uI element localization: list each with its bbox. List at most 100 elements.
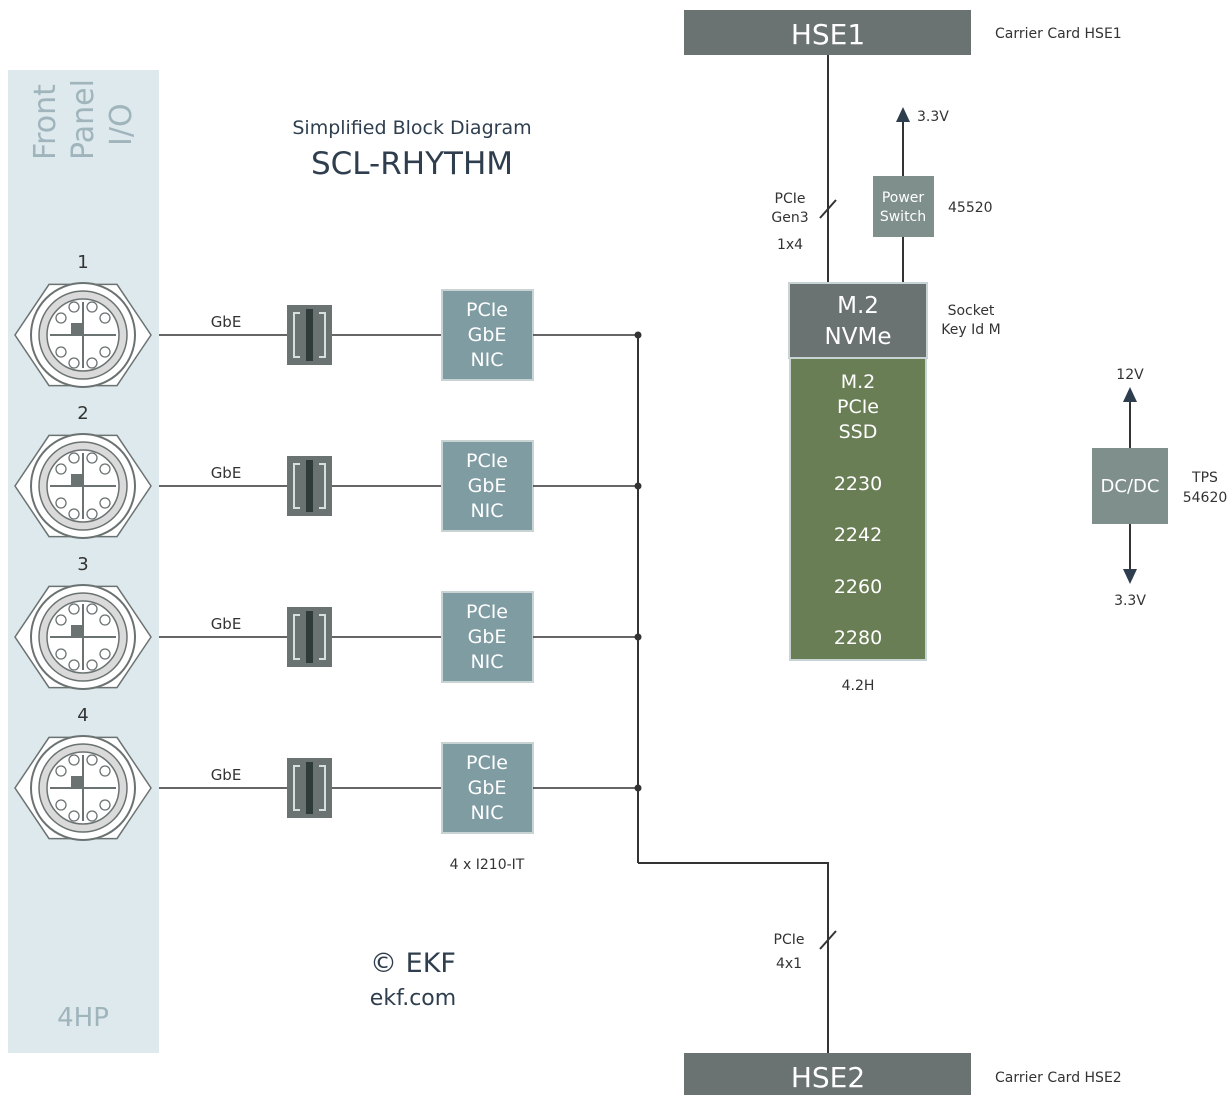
nic-box: [441, 440, 534, 532]
magnetics-winding: [293, 765, 326, 811]
power-switch-rail: 3.3V: [917, 109, 949, 125]
magnetics-core: [306, 309, 313, 361]
power-switch-label-2: Switch: [880, 209, 926, 225]
hse2-connector: [684, 1053, 971, 1095]
hse2-caption: Carrier Card HSE2: [995, 1070, 1122, 1086]
dcdc-part-2: 54620: [1183, 490, 1228, 506]
connector-pin: [99, 648, 111, 660]
dcdc-output-arrow-icon: [1123, 569, 1137, 584]
connector-pin: [99, 346, 111, 358]
connector-pin: [68, 452, 80, 464]
connector-pin: [55, 799, 67, 811]
connector-pin: [99, 312, 111, 324]
connector-pin: [99, 765, 111, 777]
copyright-line-2: ekf.com: [370, 986, 456, 1011]
power-switch-box: [873, 176, 934, 237]
connector-pin: [86, 508, 98, 520]
connector-key: [71, 625, 83, 637]
connector-pin: [86, 357, 98, 369]
connector-pin: [86, 810, 98, 822]
connector-pin: [99, 497, 111, 509]
dcdc-box: [1092, 448, 1168, 524]
magnetics-core: [306, 762, 313, 814]
front-panel-label-1: Front: [28, 84, 63, 160]
gbe-link-label: GbE: [211, 615, 242, 633]
nic-label: GbE: [468, 475, 507, 497]
dcdc-part-1: TPS: [1191, 470, 1218, 486]
connector-pin: [99, 463, 111, 475]
port-number: 2: [77, 403, 88, 424]
ssd-size-2242: 2242: [834, 524, 882, 546]
bus-to-hse2-line: [638, 862, 829, 1053]
magnetics-core: [306, 611, 313, 663]
copyright-line-1: © EKF: [370, 948, 456, 979]
gbe-link-label: GbE: [211, 464, 242, 482]
ssd-caption: 4.2H: [842, 678, 875, 694]
connector-pin: [68, 754, 80, 766]
port-number: 4: [77, 705, 88, 726]
connector-pin: [99, 799, 111, 811]
hse1-label: HSE1: [791, 18, 865, 51]
connector-pin: [68, 508, 80, 520]
pcie-upper-label-2: Gen3: [771, 210, 808, 226]
connector-pin: [55, 648, 67, 660]
diagram-subtitle: Simplified Block Diagram: [292, 117, 531, 139]
power-switch-label-1: Power: [882, 190, 925, 206]
diagram-title: SCL-RHYTHM: [311, 146, 513, 182]
front-panel-label-3: I/O: [104, 103, 139, 146]
connector-key: [71, 474, 83, 486]
pcie-lower-slash: [819, 930, 837, 950]
nic-label: PCIe: [466, 299, 508, 321]
m2-socket-caption-2: Key Id M: [941, 322, 1000, 338]
connector-pin: [86, 452, 98, 464]
connector-pin: [68, 659, 80, 671]
connector-pin: [99, 614, 111, 626]
ssd-size-2260: 2260: [834, 576, 882, 598]
connector-pin: [86, 659, 98, 671]
m2-socket-caption-1: Socket: [948, 303, 995, 319]
magnetics-core: [306, 460, 313, 512]
port-number: 3: [77, 554, 88, 575]
nic-box: [441, 591, 534, 683]
dcdc-label: DC/DC: [1101, 476, 1160, 497]
power-switch-arrow-icon: [896, 107, 910, 122]
nic-label: NIC: [470, 651, 503, 673]
nic-label: PCIe: [466, 752, 508, 774]
pcie-lower-label-1: PCIe: [774, 932, 805, 948]
gbe-link-label: GbE: [211, 766, 242, 784]
connector-pin: [86, 603, 98, 615]
nic-box: [441, 742, 534, 834]
ssd-label-3: SSD: [839, 421, 878, 443]
dcdc-input-label: 12V: [1116, 367, 1144, 383]
power-switch-part: 45520: [948, 200, 993, 216]
pcie-upper-label-1: PCIe: [775, 191, 806, 207]
connector-pin: [55, 346, 67, 358]
front-panel-label-2: Panel: [66, 79, 101, 160]
connector-key: [71, 323, 83, 335]
nic-label: NIC: [470, 349, 503, 371]
hse1-caption: Carrier Card HSE1: [995, 26, 1122, 42]
connector-pin: [55, 614, 67, 626]
connector-key: [71, 776, 83, 788]
ssd-label-1: M.2: [841, 371, 876, 393]
ssd-box: [789, 357, 927, 661]
gbe-link-label: GbE: [211, 313, 242, 331]
nic-label: GbE: [468, 324, 507, 346]
ssd-size-2280: 2280: [834, 627, 882, 649]
pcie-lower-label-2: 4x1: [776, 956, 802, 972]
nic-label: NIC: [470, 802, 503, 824]
nic-label: NIC: [470, 500, 503, 522]
ssd-size-2230: 2230: [834, 473, 882, 495]
pcie-upper-lanes: 1x4: [777, 237, 803, 253]
front-panel: [8, 70, 159, 1053]
dcdc-input-arrow-icon: [1123, 387, 1137, 402]
port-number: 1: [77, 252, 88, 273]
nic-label: GbE: [468, 626, 507, 648]
magnetics-winding: [293, 463, 326, 509]
connector-pin: [86, 301, 98, 313]
connector-pin: [55, 312, 67, 324]
